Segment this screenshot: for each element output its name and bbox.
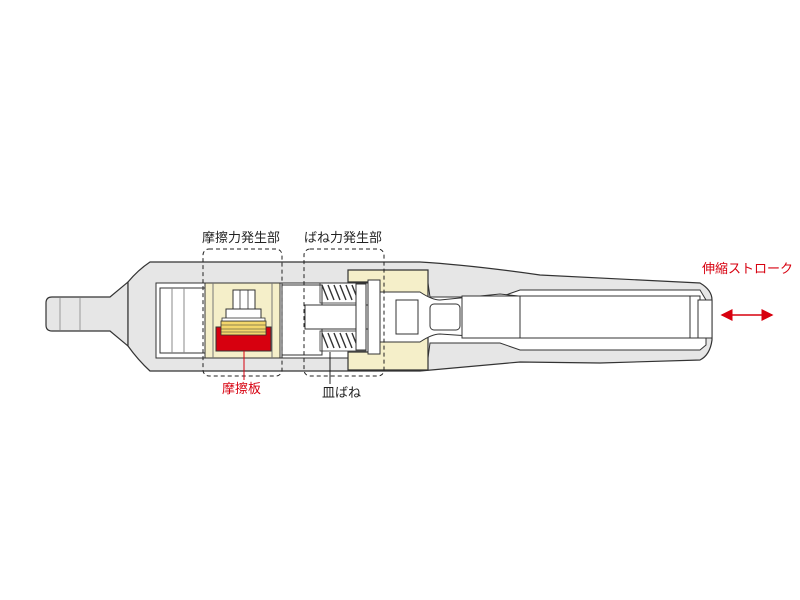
friction-section-box: [202, 248, 283, 377]
disc-spring-label: 皿ばね: [322, 386, 362, 401]
spring-section-label: ばね力発生部: [304, 231, 383, 246]
friction-plate: [215, 320, 272, 352]
end-fitting: [45, 280, 129, 348]
inner-tube: [461, 295, 701, 339]
left-piston: [159, 287, 206, 354]
friction-section-label: 摩擦力発生部: [202, 231, 281, 246]
stroke-label: 伸縮ストローク: [702, 262, 794, 277]
friction-bolt: [221, 289, 266, 322]
friction-plate-label: 摩擦板: [222, 382, 262, 397]
spring-section-box: [303, 248, 385, 377]
right-end-cap: [697, 299, 713, 339]
